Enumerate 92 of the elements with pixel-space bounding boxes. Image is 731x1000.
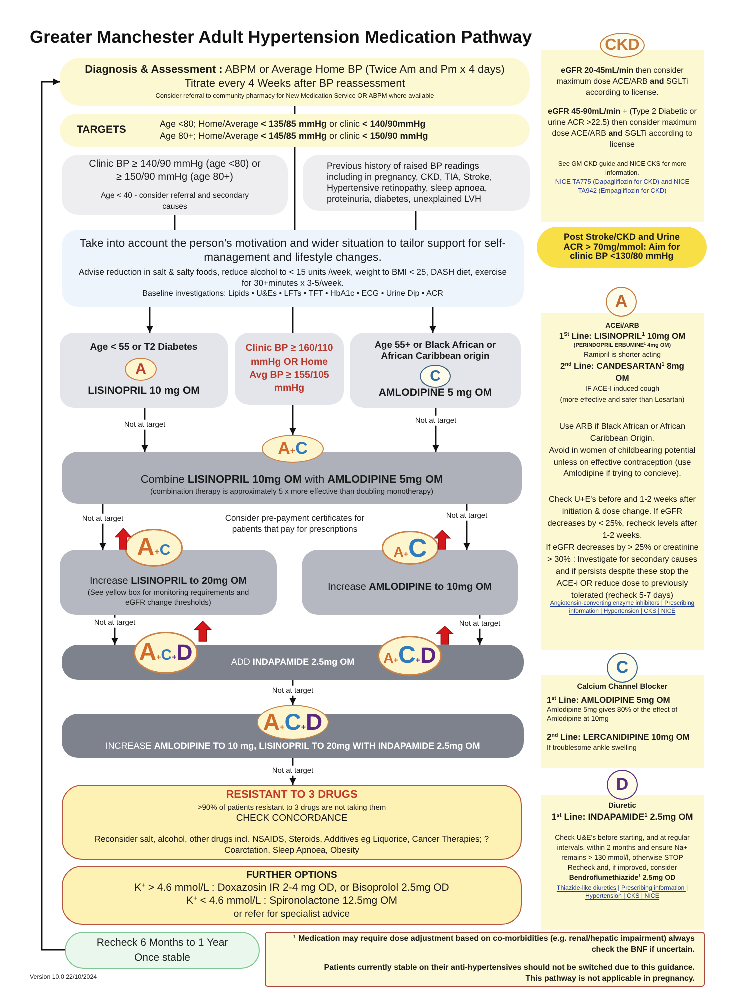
increase-badge [382, 530, 451, 565]
info-panel [541, 795, 704, 930]
drug-class-letters: A [136, 362, 146, 378]
note-text: Consider pre-payment certificates for patients that pay for prescriptions [224, 513, 366, 536]
footnote-text: This pathway is not applicable in pregnancy. [524, 974, 695, 985]
drug-class-badge [125, 358, 157, 381]
box-heading: Combine LISINOPRIL 10mg OM with AMLODIPINE 5mg OM [140, 472, 444, 488]
box-heading: INCREASE AMLODIPINE TO 10 mg, LISINOPRIL TO 20mg WITH INDAPAMIDE 2.5mg OM [106, 741, 480, 752]
box-text: K$^{+}$ < 4.6 mmol/L : Spironolactone 12.5mg OM [186, 895, 398, 909]
panel-text: Avoid in women of childbearing potential unless on effective contraception (use Amlodipine if trying to concieve). [548, 444, 697, 480]
diagram-title: Greater Manchester Adult Hypertension Medication Pathway [30, 27, 532, 48]
panel-text: eGFR 45-90mL/min + (Type 2 Diabetic or urine ACR >22.5) then consider maximum dose ACE/ARB and SGLTi according to license [547, 107, 698, 151]
targets-box [60, 114, 530, 147]
box-text: Reconsider salt, alcohol, other drugs incl. NSAIDS, Steroids, Additives eg Liquorice, Cancer Therapies; ? Coarctation, Sleep Apnoea, Obesity [94, 834, 490, 856]
connector-arrow [41, 78, 65, 951]
box-heading: Take into account the person’s motivation and wider situation to tailor support for self-management and lifestyle changes. [78, 237, 508, 266]
step-box [62, 714, 524, 758]
info-panel [541, 50, 704, 222]
panel-text: Check U+E's before and 1-2 weeks after initiation & dose change. If eGFR decreases by < 25%, recheck levels after 1-2 weeks. [546, 494, 698, 542]
box-text: Clinic BP ≥ 140/90 mmHg (age <80) or ≥ 150/90 mmHg (age 80+) [88, 158, 262, 184]
drug-class-letters: A [615, 293, 628, 311]
footnote-text: Patients currently stable on their anti-hypertensives should not be switched due to this guidance. [323, 963, 695, 974]
drug-class-badge [600, 33, 645, 58]
info-panel [541, 675, 704, 768]
box-text: Baseline investigations: Lipids • U&Es • LFTs • TFT • HbA1c • ECG • Urine Dip • ACR [142, 289, 444, 300]
connector-arrow [146, 307, 154, 333]
panel-text: 1$^{st}$ Line: AMLODIPINE 5mg OM [547, 694, 672, 706]
recheck-box [65, 932, 260, 969]
box-heading: Increase LISINOPRIL to 20mg OM [90, 574, 248, 588]
drug-class-badge [607, 653, 638, 683]
drug-class-letters: C [430, 368, 441, 384]
box-heading: Increase AMLODIPINE to 10mg OM [328, 581, 492, 594]
treatment-box [60, 333, 228, 408]
connector-arrow [290, 405, 296, 435]
drug-class-badge [606, 287, 637, 317]
connector-arrow [430, 307, 436, 333]
box-heading: RESISTANT TO 3 DRUGS [226, 789, 358, 804]
drug-dose-text: LISINOPRIL 10 mg OM [88, 385, 200, 398]
panel-text: 2$^{nd}$ Line: LERCANIDIPINE 10mg OM [547, 732, 691, 744]
drug-class-letters: A+C+D [384, 644, 436, 668]
target-text: Age 80+; Home/Average < 145/85 mmHg or clinic < 150/90 mmHg [160, 130, 430, 142]
box-text: Clinic BP ≥ 160/110 mmHg OR Home Avg BP ≥ 155/105 mmHg [244, 342, 334, 396]
info-panel [541, 313, 704, 650]
box-heading: Age < 55 or T2 Diabetes [90, 342, 198, 354]
connector-line [292, 307, 294, 333]
highlight-box [537, 227, 707, 268]
panel-text: 2$^{nd}$ Line: CANDESARTAN$^{1}$ 8mg OM [560, 361, 686, 386]
drug-class-badge [607, 770, 638, 800]
drug-class-letters: A+C [137, 536, 171, 560]
drug-class-letters: D [616, 776, 629, 794]
drug-dose-text: AMLODIPINE 5 mg OM [378, 387, 492, 400]
box-text: Titrate every 4 Weeks after BP reassessment [184, 77, 406, 92]
box-text: Advise reduction in salt & salty foods, reduce alcohol to < 15 units /week, weight to BMI < 25, DASH diet, exercise for 30+minutes x 3-5/week. [78, 267, 508, 290]
box-heading: Age 55+ or Black African or African Caribbean origin [374, 340, 498, 362]
box-text: Previous history of raised BP readings including in pregnancy, CKD, TIA, Stroke, Hypertensive retinopathy, sleep apnoea, proteinuria, diabetes, unexplained LVH [327, 160, 494, 206]
target-text: Age <80; Home/Average < 135/85 mmHg or clinic < 140/90mmHg [160, 118, 427, 130]
increase-badge [134, 621, 212, 674]
panel-text: 1$^{st}$ Line: INDAPAMIDE$^{1}$ 2.5mg OM [552, 810, 694, 824]
box-text: Post Stroke/CKD and Urine ACR > 70mg/mmol: Aim for clinic BP <130/80 mmHg [562, 232, 682, 262]
alert-box [62, 785, 522, 860]
box-heading: FURTHER OPTIONS [246, 870, 338, 882]
panel-text: If eGFR decreases by > 25% or creatinine > 30% : Investigate for secondary causes and if persists despite these stop the ACE-i OR reduce dose to previously tolerated (recheck 5-7 days) [546, 542, 699, 600]
box-text: Recheck 6 Months to 1 Year Once stable [96, 936, 230, 965]
increase-badge [378, 626, 454, 676]
box-text: CHECK CONCORDANCE [236, 812, 348, 825]
drug-class-letters: A+C [278, 440, 308, 458]
options-box [62, 866, 522, 925]
assessment-text: Diagnosis & Assessment : ABPM or Average Home BP (Twice Am and Pm x 4 days) [85, 63, 505, 78]
connector-line [174, 215, 176, 230]
connector-line [415, 211, 417, 230]
drug-class-letters: C [616, 659, 629, 677]
drug-class-letters: CKD [605, 38, 640, 54]
criteria-box [62, 155, 288, 215]
lifestyle-box [62, 230, 524, 307]
drug-class-letters: A+C+D [263, 711, 323, 734]
box-heading: ADD INDAPAMIDE 2.5mg OM [231, 657, 355, 668]
criteria-box [235, 333, 344, 405]
panel-text: 1$^{St}$ Line: LISINOPRIL$^{1}$ 10mg OM [559, 331, 686, 342]
drug-class-letters: A+C [394, 535, 428, 561]
drug-class-letters: A+C+D [139, 641, 193, 665]
treatment-box [350, 333, 521, 408]
box-text: or refer for specialist advice [234, 908, 350, 922]
panel-text: Use ARB if Black African or African Caribbean Origin. [558, 420, 687, 445]
history-box [303, 155, 530, 211]
drug-class-badge [420, 365, 451, 388]
panel-text: eGFR 20-45mL/min then consider maximum dose ACE/ARB and SGLTi according to license. [556, 66, 690, 98]
increase-badge [115, 528, 183, 567]
assessment-box [60, 58, 530, 106]
connector-line [294, 147, 296, 230]
box-text: K$^{+}$ > 4.6 mmol/L : Doxazosin IR 2-4 mg OD, or Bisoprolol 2.5mg OD [134, 882, 450, 896]
footnote-box [265, 932, 705, 987]
box-heading: TARGETS [76, 124, 128, 137]
